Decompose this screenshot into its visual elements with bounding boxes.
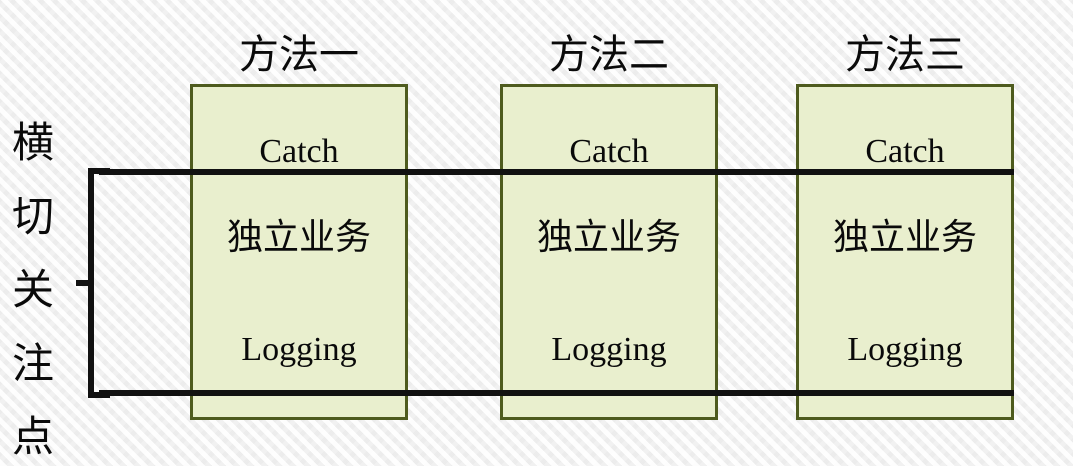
side-label-char-1: 切: [11, 191, 54, 241]
side-label-char-3: 注: [11, 338, 54, 388]
method-column-1-catch-label: Catch: [259, 133, 339, 170]
side-label-char-0: 横: [11, 118, 54, 167]
method-column-1-box: Catch 独立业务 Logging: [190, 84, 408, 420]
method-column-3-business-label: 独立业务: [832, 217, 977, 258]
side-label-char-4: 点: [11, 412, 54, 461]
bottom-concern-line: [99, 390, 1014, 396]
method-column-2-box: Catch 独立业务 Logging: [500, 84, 718, 420]
method-column-2: 方法二 Catch 独立业务 Logging: [500, 30, 718, 420]
top-concern-line: [99, 169, 1014, 175]
method-column-2-logging-label: Logging: [551, 331, 667, 368]
method-column-2-title: 方法二: [549, 32, 669, 78]
method-column-1-logging-label: Logging: [241, 331, 357, 368]
method-column-1-business-label: 独立业务: [226, 217, 371, 258]
method-column-3-title: 方法三: [845, 32, 965, 78]
method-column-1-title: 方法一: [239, 32, 359, 78]
method-column-3-logging-label: Logging: [847, 331, 963, 368]
method-column-2-catch-label: Catch: [569, 133, 649, 170]
method-column-3-box: Catch 独立业务 Logging: [796, 84, 1014, 420]
method-column-1: 方法一 Catch 独立业务 Logging: [190, 30, 408, 420]
bracket-spine: [88, 168, 94, 398]
method-column-3-catch-label: Catch: [865, 133, 945, 170]
cross-cutting-concern-bracket: [76, 168, 118, 398]
method-column-3: 方法三 Catch 独立业务 Logging: [796, 30, 1014, 420]
method-column-2-business-label: 独立业务: [536, 217, 681, 258]
side-label-char-2: 关: [11, 265, 54, 314]
cross-cutting-concerns-label: 横 切 关 注 点: [6, 122, 60, 458]
bracket-middle-tick: [76, 280, 89, 286]
